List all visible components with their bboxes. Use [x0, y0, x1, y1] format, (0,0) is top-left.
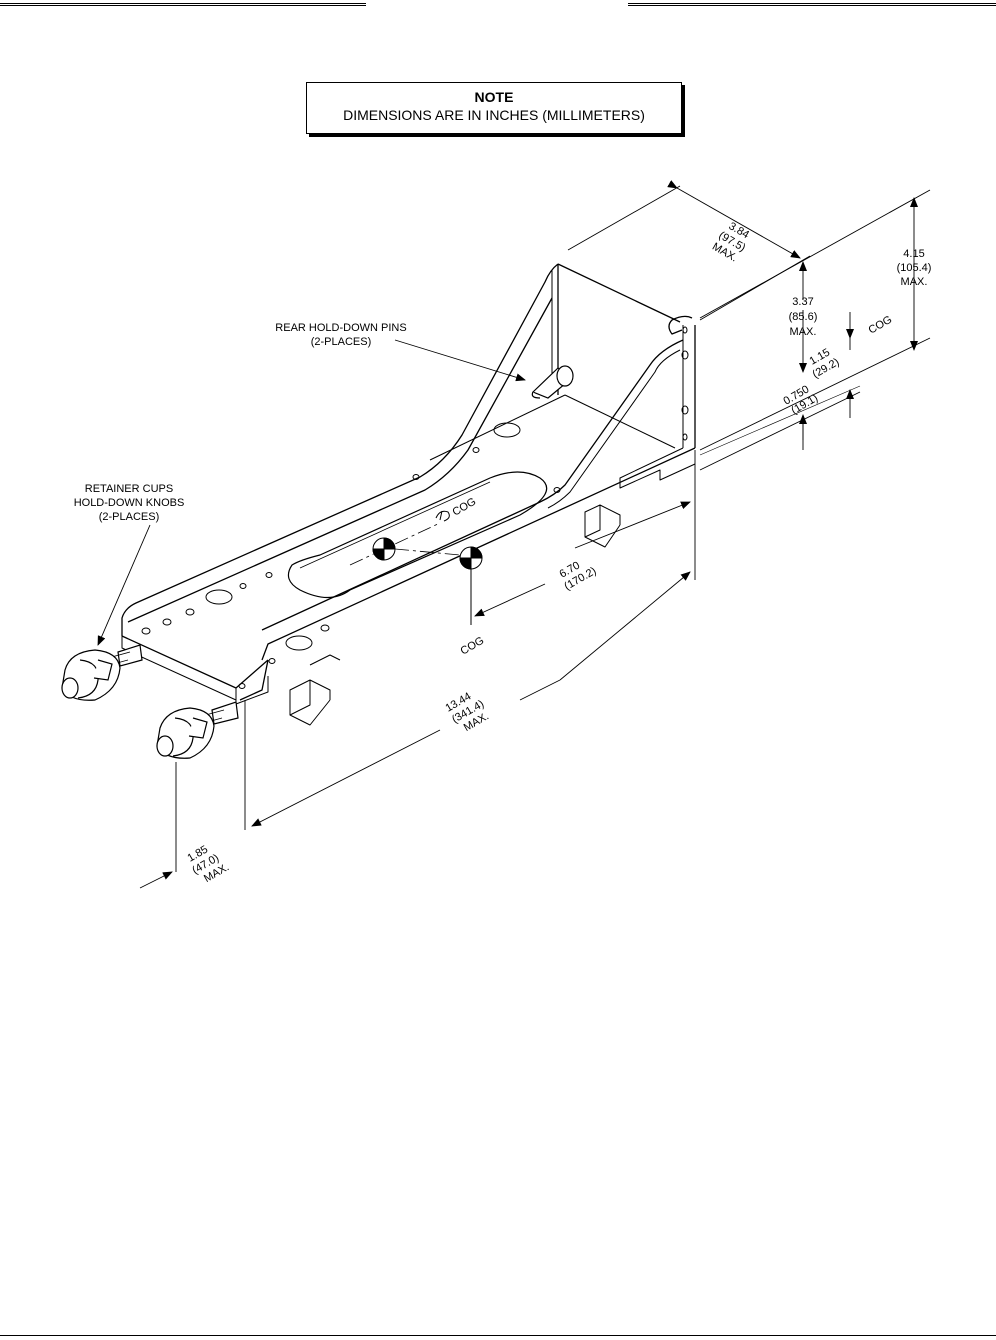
callout-rear-pins: REAR HOLD-DOWN PINS (2-PLACES)	[275, 322, 406, 348]
dim-height-inner-max: MAX.	[790, 326, 817, 338]
cog-centerlines	[350, 523, 460, 565]
cog-label-bottom: COG	[459, 635, 487, 658]
cog-label-center: COG	[451, 496, 479, 519]
dim-base-offset: 0.750 (19.1)	[782, 382, 821, 418]
hold-down-knob-left	[62, 645, 142, 700]
dim-height-max-mm: (105.4)	[897, 262, 932, 274]
footer-rule	[0, 1335, 996, 1336]
rear-pins-line-1: REAR HOLD-DOWN PINS	[275, 322, 406, 334]
retainer-line-3: (2-PLACES)	[99, 511, 160, 523]
dim-cog-length: 6.70 (170.2)	[556, 554, 599, 593]
dim-height-inner-in: 3.37	[792, 296, 813, 308]
dim-height-max-max: MAX.	[901, 276, 928, 288]
dim-cog-height: 1.15 (29.2)	[804, 345, 841, 381]
dim-knob: 1.85 (47.0) MAX.	[184, 839, 231, 888]
callout-retainer: RETAINER CUPS HOLD-DOWN KNOBS (2-PLACES)	[74, 483, 185, 523]
rear-hold-down-pin	[532, 366, 573, 398]
rear-pins-line-2: (2-PLACES)	[311, 336, 372, 348]
dimension-lines	[98, 186, 930, 888]
dim-length: 13.44 (341.4) MAX.	[444, 687, 493, 737]
cog-label-top: COG	[867, 314, 895, 337]
retainer-line-1: RETAINER CUPS	[85, 483, 173, 495]
retainer-line-2: HOLD-DOWN KNOBS	[74, 497, 185, 509]
dim-height-max-in: 4.15	[903, 248, 924, 260]
dim-height-inner-mm: (85.6)	[789, 311, 818, 323]
dim-height-inner: 3.37 (85.6) MAX.	[789, 296, 818, 338]
hold-down-knob-right	[157, 702, 238, 758]
dim-depth: 3.84 (97.5) MAX.	[710, 218, 754, 265]
dim-height-max: 4.15 (105.4) MAX.	[897, 248, 932, 288]
cog-symbol-front	[460, 547, 482, 569]
tray-body	[122, 264, 695, 725]
